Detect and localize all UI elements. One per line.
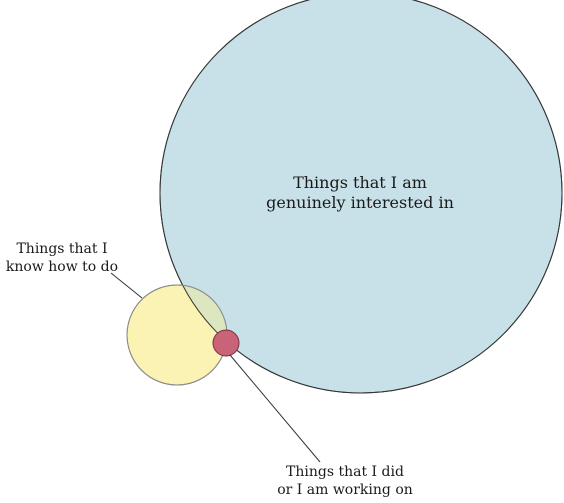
label-did-working-line-2: or I am working on: [277, 481, 413, 498]
label-did-working: Things that I did or I am working on: [262, 464, 428, 499]
label-interested: Things that I am genuinely interested in: [240, 173, 480, 213]
label-know-how-line-2: know how to do: [5, 258, 119, 275]
circle-did-working: [212, 329, 240, 357]
leader-line-did-working: [229, 354, 321, 463]
label-know-how-line-1: Things that I: [16, 241, 108, 257]
label-know-how: Things that I know how to do: [0, 241, 124, 276]
label-did-working-line-1: Things that I did: [286, 464, 404, 480]
leader-line-know-how: [110, 272, 143, 299]
label-interested-line-1: Things that I am: [293, 173, 427, 192]
label-interested-line-2: genuinely interested in: [266, 193, 454, 212]
circle-interested-outline: [159, 0, 563, 394]
